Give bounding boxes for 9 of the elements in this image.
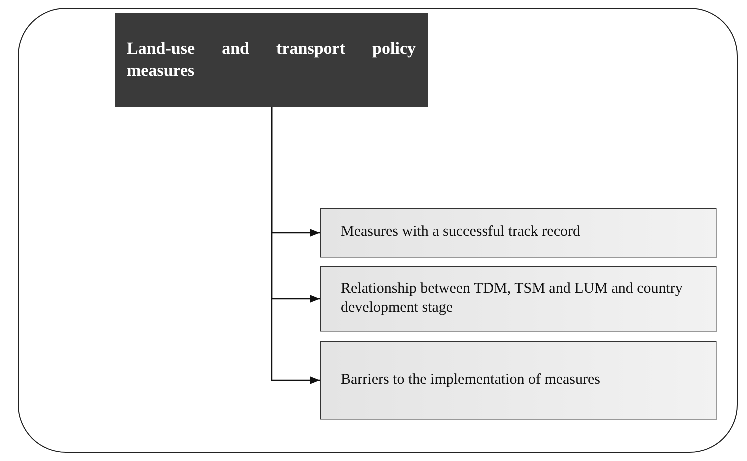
box-text: Land-use and transport policy measures bbox=[127, 38, 416, 82]
title-box bbox=[115, 13, 428, 107]
box-text: Barriers to the implementation of measures bbox=[341, 370, 601, 390]
process-box bbox=[320, 341, 717, 420]
process-box bbox=[320, 208, 717, 258]
box-text: Relationship between TDM, TSM and LUM and country development stage bbox=[341, 280, 684, 318]
arrow bbox=[271, 107, 320, 384]
box-text: Measures with a successful track record bbox=[341, 223, 580, 242]
process-box bbox=[320, 266, 717, 332]
